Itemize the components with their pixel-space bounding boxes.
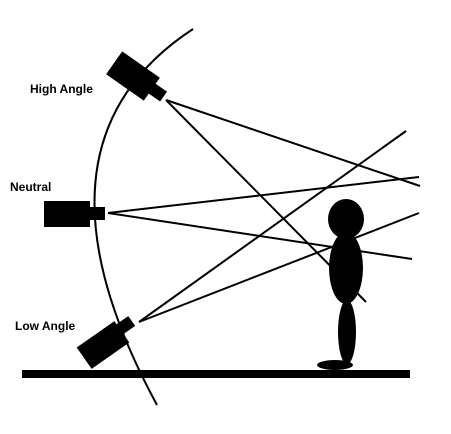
subject-figure (317, 199, 364, 370)
low-angle-line-1 (138, 130, 407, 323)
neutral-camera-body (44, 201, 90, 227)
neutral-camera-lens (90, 207, 105, 220)
label-high-angle: High Angle (30, 82, 93, 96)
neutral-sight-lines (107, 176, 420, 260)
ground-line (22, 370, 410, 378)
neutral-line-1 (107, 176, 420, 214)
low-angle-camera-lens (116, 316, 136, 335)
low-angle-camera-body (76, 321, 130, 369)
low-angle-camera (76, 316, 136, 369)
neutral-camera (44, 201, 105, 227)
high-angle-camera-body (106, 51, 160, 101)
high-angle-camera-lens (147, 83, 167, 102)
figure-legs (338, 300, 356, 364)
low-angle-sight-lines (138, 130, 420, 323)
figure-foot (317, 360, 353, 370)
label-neutral: Neutral (10, 180, 51, 194)
label-low-angle: Low Angle (15, 319, 76, 333)
low-angle-line-2 (138, 212, 420, 323)
figure-torso (329, 232, 363, 304)
high-angle-camera (106, 51, 167, 102)
high-angle-line-1 (165, 99, 421, 187)
figure-head (328, 199, 364, 239)
